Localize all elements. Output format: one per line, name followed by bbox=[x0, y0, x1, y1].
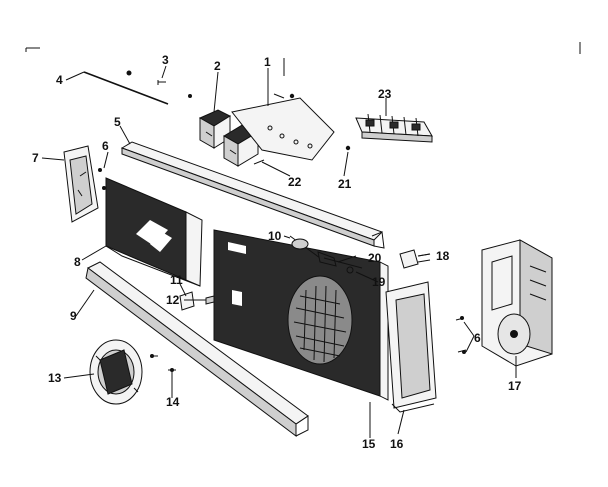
part-2-switch-block bbox=[198, 109, 259, 167]
part-label-11: 11 bbox=[170, 273, 183, 287]
part-label-19: 19 bbox=[372, 275, 386, 289]
part-label-15: 15 bbox=[362, 437, 376, 451]
part-label-1: 1 bbox=[264, 55, 271, 69]
part-17-timer-assembly bbox=[481, 239, 553, 367]
part-label-3: 3 bbox=[162, 53, 169, 67]
part-label-5: 5 bbox=[114, 115, 121, 129]
part-label-12: 12 bbox=[166, 293, 180, 307]
part-label-6a: 6 bbox=[102, 139, 109, 153]
part-label-6b: 6 bbox=[474, 331, 481, 345]
part-7-left-end-cap bbox=[63, 145, 106, 223]
part-8-left-panel bbox=[105, 177, 203, 287]
part-13-control-knob bbox=[89, 339, 143, 405]
part-10-19-20-controls bbox=[289, 235, 363, 274]
part-21-22-screws bbox=[253, 145, 351, 165]
part-label-17: 17 bbox=[508, 379, 522, 393]
part-label-14: 14 bbox=[166, 395, 180, 409]
part-label-7: 7 bbox=[32, 151, 39, 165]
corner-marks bbox=[25, 42, 581, 76]
part-label-9: 9 bbox=[70, 309, 77, 323]
part-label-20: 20 bbox=[368, 251, 382, 265]
part-label-22: 22 bbox=[288, 175, 302, 189]
part-label-23: 23 bbox=[378, 87, 392, 101]
part-14-screws bbox=[150, 354, 176, 372]
part-label-21: 21 bbox=[338, 177, 352, 191]
part-label-13: 13 bbox=[48, 371, 62, 385]
part-1-plate bbox=[231, 93, 335, 161]
part-15-main-panel bbox=[213, 229, 389, 401]
leader-lines bbox=[41, 65, 517, 438]
part-5-top-trim bbox=[120, 141, 385, 249]
part-23-terminal-strip bbox=[355, 113, 433, 143]
part-6-right-screws bbox=[455, 316, 467, 354]
part-label-2: 2 bbox=[214, 59, 221, 73]
part-label-8: 8 bbox=[74, 255, 81, 269]
part-4-rod bbox=[83, 70, 169, 105]
part-11-12-clips bbox=[179, 291, 215, 311]
part-label-10: 10 bbox=[268, 229, 282, 243]
part-label-16: 16 bbox=[390, 437, 404, 451]
part-9-lower-rail bbox=[85, 261, 309, 438]
part-label-4: 4 bbox=[56, 73, 63, 87]
part-18-connector bbox=[399, 249, 431, 269]
part-label-18: 18 bbox=[436, 249, 450, 263]
part-16-right-end-cap bbox=[385, 281, 437, 413]
part-labels: 1 2 3 4 5 6 6 7 8 9 10 11 12 13 14 15 16… bbox=[32, 53, 522, 451]
part-3-screw bbox=[157, 80, 192, 98]
